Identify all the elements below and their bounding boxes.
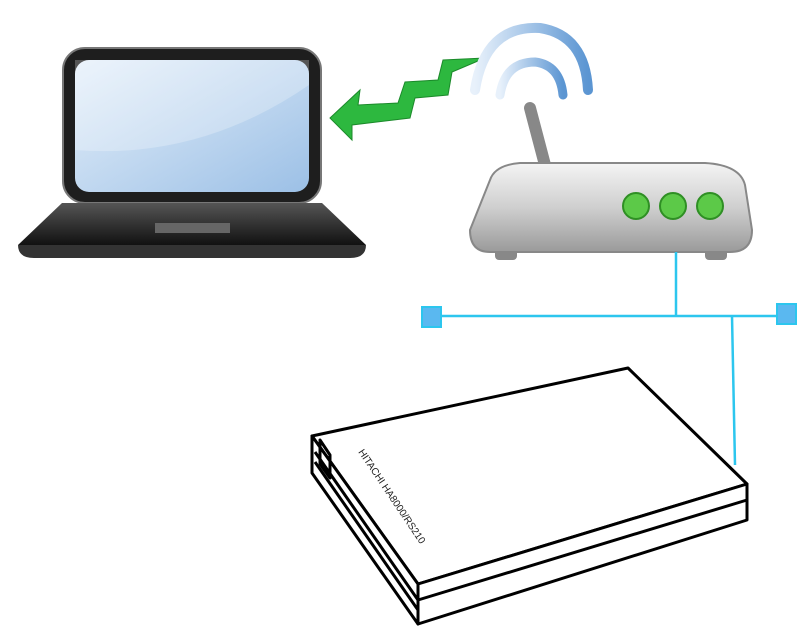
wifi-waves-icon bbox=[470, 22, 593, 100]
connector-right-icon bbox=[776, 303, 797, 325]
network-cable bbox=[432, 252, 786, 466]
laptop-icon bbox=[18, 47, 366, 258]
storage-server-icon bbox=[310, 366, 749, 626]
connector-left-icon bbox=[421, 306, 442, 328]
wireless-signal-arrow-icon bbox=[329, 57, 486, 142]
router-icon bbox=[468, 102, 754, 260]
router-led-icon bbox=[622, 192, 724, 220]
